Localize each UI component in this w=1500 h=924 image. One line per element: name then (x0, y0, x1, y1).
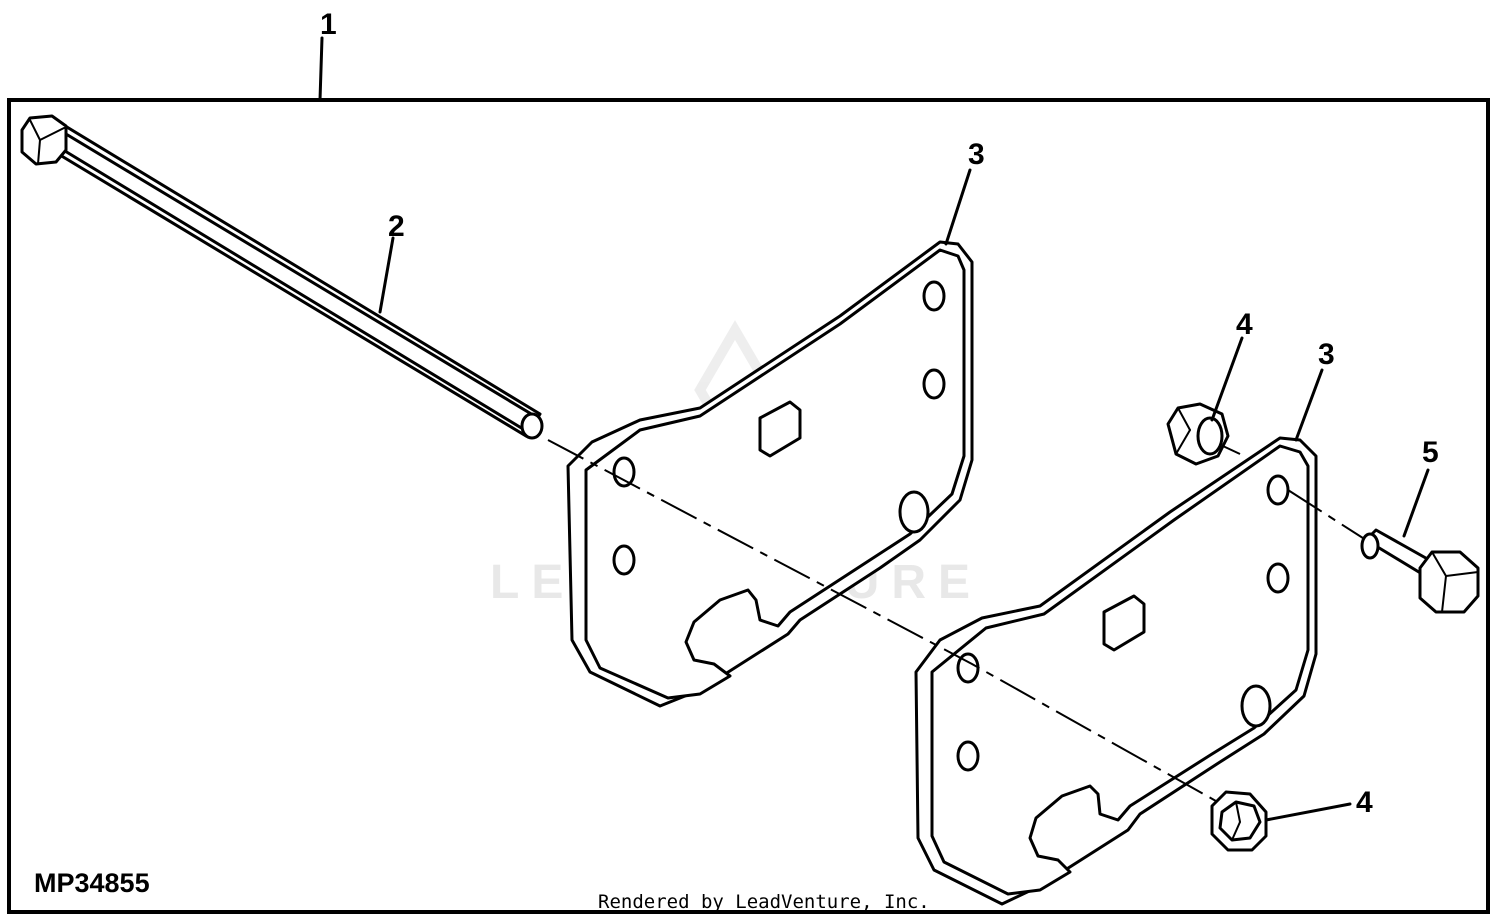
callout-leader-3-front (1294, 368, 1324, 442)
rod (43, 116, 544, 440)
callout-3-front: 3 (1318, 338, 1335, 371)
mounting-plate-front (914, 436, 1318, 906)
callout-leader-4-upper (1210, 336, 1244, 422)
callout-leader-4-lower (1264, 802, 1352, 822)
centerline-bolt (1287, 489, 1367, 541)
plate-rear-hole-1 (612, 456, 636, 488)
callout-4-upper: 4 (1236, 308, 1253, 341)
plate-rear-hole-3 (922, 280, 946, 312)
callout-3-rear: 3 (968, 138, 985, 171)
callout-leader-3-rear (944, 168, 972, 246)
callout-4-lower: 4 (1356, 786, 1373, 819)
callout-leader-2 (378, 236, 395, 314)
plate-front-hole-5 (1240, 684, 1272, 728)
hex-bolt (1360, 528, 1480, 614)
plate-front-hole-2 (956, 740, 980, 772)
flange-nut-upper (1166, 402, 1230, 466)
plate-front-hole-3 (1266, 474, 1290, 506)
plate-rear-hole-5 (898, 490, 930, 534)
plate-rear-hole-4 (922, 368, 946, 400)
figure-id: MP34855 (34, 868, 150, 898)
mounting-plate-rear (566, 240, 974, 708)
flange-nut-lower (1210, 790, 1268, 852)
centerline-rod (547, 439, 1233, 811)
callout-2: 2 (388, 210, 405, 243)
rod-head-hex (20, 114, 68, 166)
callout-1: 1 (320, 8, 337, 41)
plate-rear-hole-2 (612, 544, 636, 576)
assembly-bracket (7, 98, 1490, 914)
render-credit: Rendered by LeadVenture, Inc. (598, 891, 930, 913)
callout-leader-1 (318, 36, 324, 102)
plate-front-hole-4 (1266, 562, 1290, 594)
callout-5: 5 (1422, 436, 1439, 469)
callout-leader-5 (1402, 468, 1430, 538)
